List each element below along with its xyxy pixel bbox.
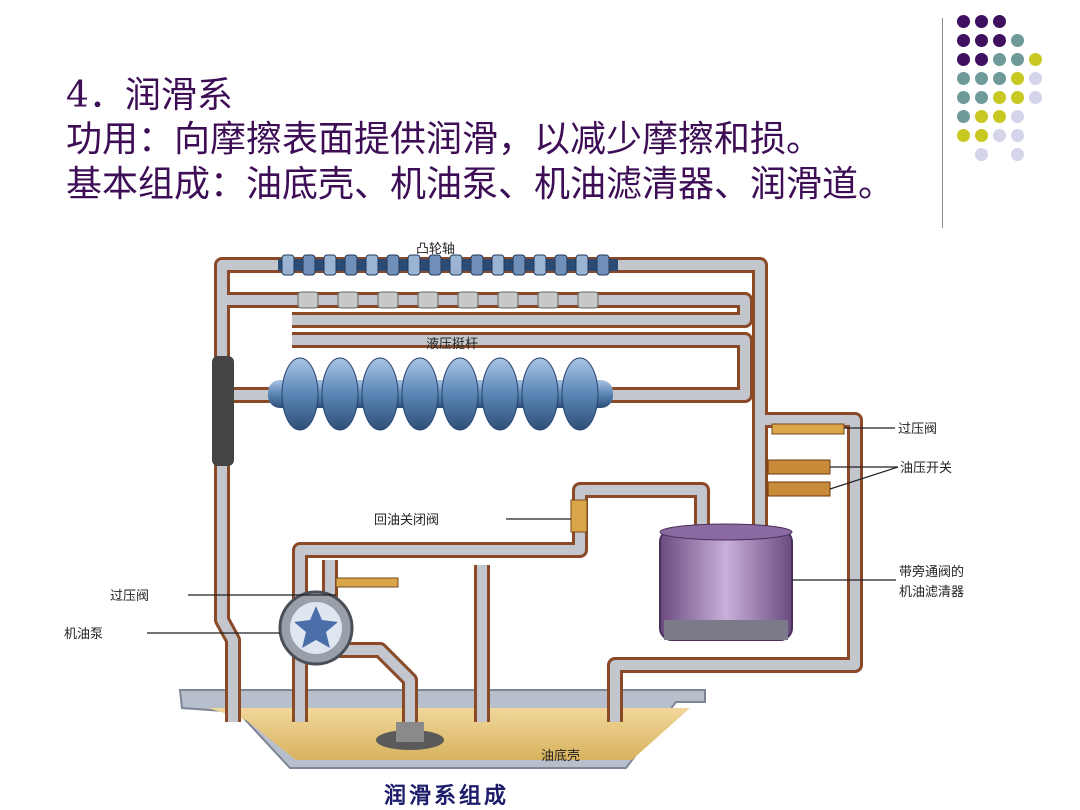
cam-lobe [512,254,526,276]
oil-filter [659,523,793,641]
label-hydraulic-lifter: 液压挺杆 [426,337,478,352]
hydraulic-lifters [297,291,599,309]
decorative-dot [957,72,970,85]
decorative-dot [1029,91,1042,104]
crankshaft [268,357,613,431]
crank-throw [361,357,399,431]
pressure-switches [767,459,831,497]
decorative-dot [993,72,1006,85]
diagram-caption: 润滑系组成 [384,783,509,809]
relief-valve-top [771,423,845,435]
decorative-dot [957,129,970,142]
label-oil-pump: 机油泵 [64,627,103,642]
decorative-dot [975,53,988,66]
hydraulic-lifter [537,291,559,309]
crank-throw [281,357,319,431]
function-line: 功用：向摩擦表面提供润滑，以减少摩擦和损。 [66,119,823,160]
slide-heading: 4．润滑系 [66,75,233,116]
crank-throw [441,357,479,431]
cam-lobe [533,254,547,276]
oil-strainer [376,722,444,750]
return-valve [570,499,588,533]
cam-lobe [344,254,358,276]
hydraulic-lifter [577,291,599,309]
oil-pan [178,689,706,769]
hydraulic-lifter [337,291,359,309]
crank-throw [521,357,559,431]
crank-throw [321,357,359,431]
leader-lines [147,427,899,634]
decorative-dot [1011,148,1024,161]
relief-valve-pump [335,577,399,588]
decorative-dot [975,72,988,85]
label-relief-valve-top: 过压阀 [898,422,937,437]
decorative-dot [1029,53,1042,66]
decorative-dot [975,129,988,142]
decorative-divider [942,18,943,228]
oil-pump [278,590,354,666]
cam-lobe [428,254,442,276]
cam-lobe [365,254,379,276]
decorative-dot [957,15,970,28]
decorative-dot [957,34,970,47]
hydraulic-lifter [377,291,399,309]
camshaft [278,254,618,276]
decorative-dot [975,34,988,47]
decorative-dot [993,91,1006,104]
cam-lobe [407,254,421,276]
cam-lobe [281,254,295,276]
crank-throw [481,357,519,431]
decorative-dot [993,34,1006,47]
cam-lobe [491,254,505,276]
crank-throw [561,357,599,431]
decorative-dot [1011,129,1024,142]
cam-lobe [554,254,568,276]
composition-line: 基本组成：油底壳、机油泵、机油滤清器、润滑道。 [66,164,895,205]
cam-lobe [386,254,400,276]
label-camshaft: 凸轮轴 [416,242,455,257]
decorative-dot [975,110,988,123]
decorative-dot [1011,110,1024,123]
crank-throw [401,357,439,431]
hydraulic-lifter [297,291,319,309]
label-pressure-switch: 油压开关 [900,461,952,476]
decorative-dot [1029,72,1042,85]
decorative-dot [993,53,1006,66]
decorative-dot [957,91,970,104]
cam-lobe [449,254,463,276]
decorative-dot [975,148,988,161]
label-relief-valve-pump: 过压阀 [110,589,149,604]
main-gallery-section [212,356,234,466]
label-filter-line1: 带旁通阀的 [899,564,964,580]
cam-lobe [302,254,316,276]
decorative-dot [993,15,1006,28]
decorative-dot [993,110,1006,123]
label-filter-line2: 机油滤清器 [899,585,964,600]
decorative-dot [993,129,1006,142]
hydraulic-lifter [497,291,519,309]
decorative-dot [957,110,970,123]
cam-lobe [575,254,589,276]
cam-lobe [470,254,484,276]
label-oil-pan: 油底壳 [541,748,580,764]
decorative-dot [1011,91,1024,104]
cam-lobe [323,254,337,276]
decorative-dot [975,91,988,104]
hydraulic-lifter [457,291,479,309]
decorative-dot [975,15,988,28]
hydraulic-lifter [417,291,439,309]
decorative-dot [1011,72,1024,85]
decorative-dot [1011,34,1024,47]
decorative-dot [1011,53,1024,66]
label-return-valve: 回油关闭阀 [374,513,439,528]
cam-lobe [596,254,610,276]
decorative-dot [957,53,970,66]
